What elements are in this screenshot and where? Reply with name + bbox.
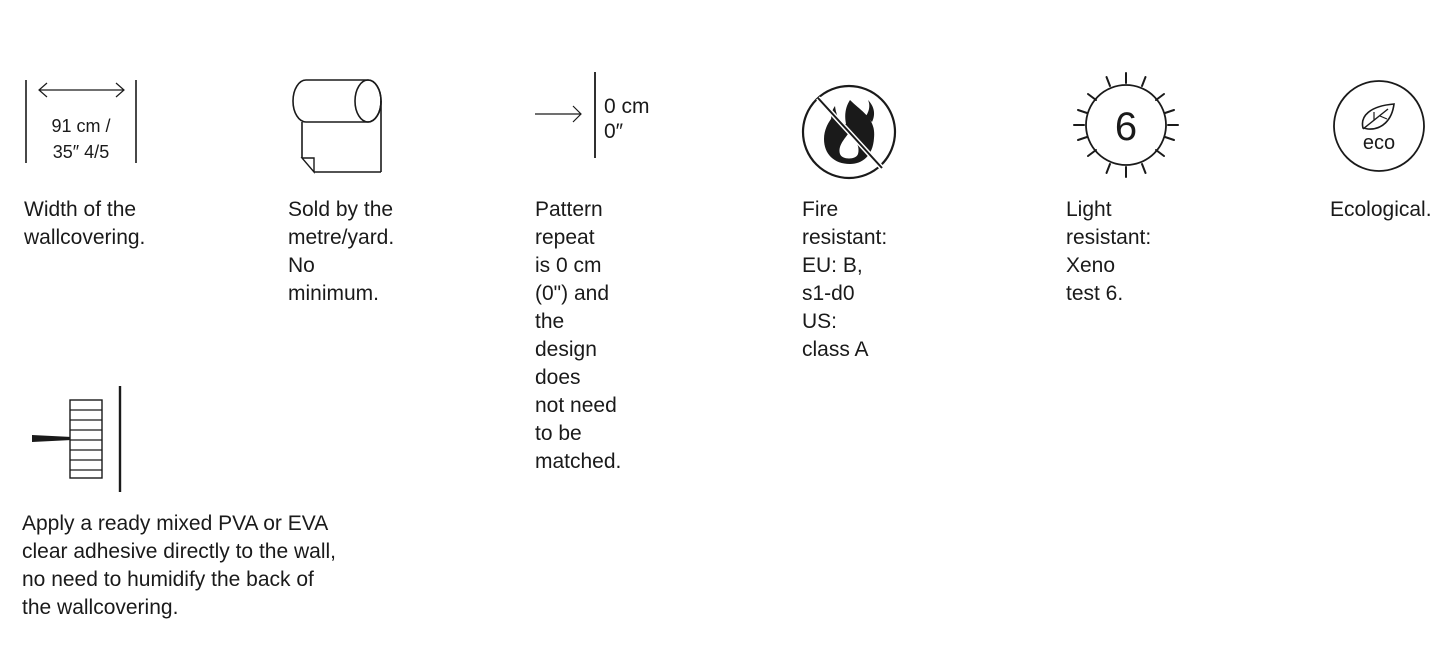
- adhesive-description: Apply a ready mixed PVA or EVA clear adh…: [22, 512, 336, 619]
- width-icon-value-cm: 91 cm /: [51, 116, 110, 136]
- repeat-icon-value-in: 0″: [604, 120, 624, 143]
- light-icon-number: 6: [1115, 105, 1137, 149]
- width-arrow-icon: 91 cm / 35″ 4/5: [24, 72, 144, 172]
- repeat-description: Pattern repeat is 0 cm (0") and the desi…: [535, 198, 622, 473]
- repeat-icon-value-cm: 0 cm: [604, 95, 650, 118]
- pattern-repeat-icon: 0 cm 0″: [535, 72, 675, 172]
- eco-leaf-icon: eco: [1330, 72, 1430, 172]
- fire-resistant-icon: [801, 72, 902, 180]
- wallpaper-roll-icon: [288, 72, 388, 176]
- light-description: Light resistant: Xeno test 6.: [1066, 198, 1152, 305]
- paste-the-wall-icon: [22, 386, 132, 496]
- light-resistant-sun-icon: 6: [1066, 72, 1186, 182]
- roll-description: Sold by the metre/yard. No minimum.: [288, 198, 395, 305]
- width-description: Width of the wallcovering.: [24, 198, 146, 249]
- eco-icon-label: eco: [1363, 132, 1395, 154]
- eco-description: Ecological.: [1330, 198, 1432, 221]
- width-icon-value-in: 35″ 4/5: [53, 142, 109, 162]
- fire-description: Fire resistant: EU: B, s1-d0 US: class A: [802, 198, 888, 361]
